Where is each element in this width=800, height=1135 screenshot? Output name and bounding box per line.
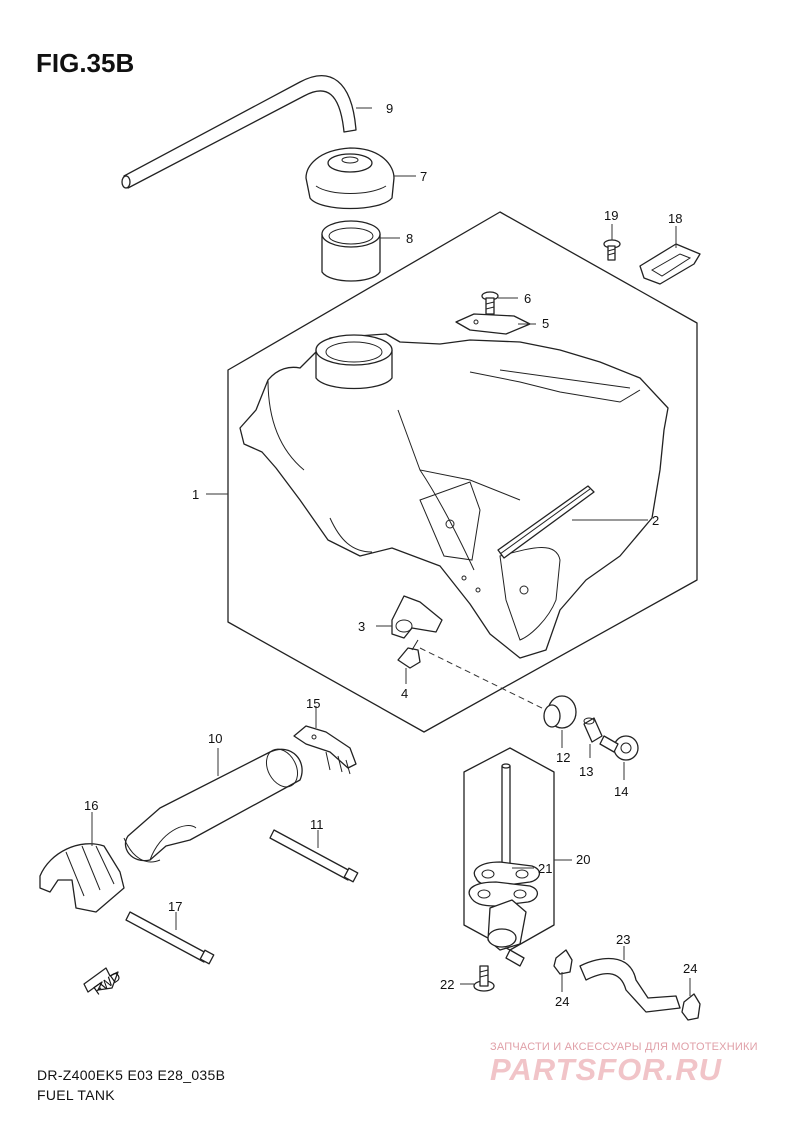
leader-lines (91, 107, 691, 996)
fuel-tank[interactable] (239, 333, 669, 659)
callout-7: 7 (420, 169, 427, 184)
callout-6: 6 (524, 291, 531, 306)
heat-shield[interactable] (123, 744, 304, 863)
heat-shield-bracket[interactable] (293, 725, 357, 775)
strap-screw[interactable] (603, 239, 621, 261)
callout-4: 4 (401, 686, 408, 701)
figure-name: FUEL TANK (37, 1087, 115, 1103)
fuel-cap[interactable] (305, 147, 395, 210)
bracket-bolt[interactable] (481, 291, 499, 315)
forward-direction-arrow (83, 967, 119, 993)
callout-1: 1 (192, 487, 199, 502)
figure-title: FIG.35B (36, 48, 135, 78)
callout-13: 13 (579, 764, 593, 779)
callout-21: 21 (538, 861, 552, 876)
cable-tie-17[interactable] (125, 911, 215, 965)
callout-3: 3 (358, 619, 365, 634)
fwd-label: FWD (91, 969, 124, 998)
callout-15: 15 (306, 696, 320, 711)
heat-shield-cover[interactable] (39, 843, 125, 913)
tank-bolt[interactable] (599, 735, 639, 761)
callout-23: 23 (616, 932, 630, 947)
tank-group-boundary (227, 211, 698, 733)
tank-side-pad[interactable] (497, 485, 595, 559)
fuel-hose[interactable] (579, 957, 681, 1013)
hose-clamp-left[interactable] (553, 949, 573, 975)
petcock-screw[interactable] (473, 965, 495, 992)
assembly-axis (419, 647, 551, 713)
callout-22: 22 (440, 977, 454, 992)
watermark-tagline: ЗАПЧАСТИ И АКСЕССУАРЫ ДЛЯ МОТОТЕХНИКИ (490, 1041, 758, 1053)
callout-9: 9 (386, 101, 393, 116)
collar[interactable] (583, 717, 603, 743)
cable-tie-11[interactable] (269, 829, 359, 883)
callout-10: 10 (208, 731, 222, 746)
callout-12: 12 (556, 750, 570, 765)
watermark-logo: PARTSFOR.RU (490, 1052, 723, 1087)
callout-14: 14 (614, 784, 628, 799)
rubber-strap[interactable] (639, 243, 701, 285)
petcock-group-boundary (463, 747, 555, 951)
hose-clamp-right[interactable] (681, 993, 701, 1021)
fuel-petcock[interactable] (468, 763, 540, 967)
callout-24-right: 24 (683, 961, 697, 976)
filler-ring[interactable] (321, 220, 381, 282)
callout-24-left: 24 (555, 994, 569, 1009)
callout-18: 18 (668, 211, 682, 226)
callout-19: 19 (604, 208, 618, 223)
callout-17: 17 (168, 899, 182, 914)
callout-11: 11 (310, 817, 324, 832)
tank-mount-cushion[interactable] (391, 595, 443, 639)
callout-2: 2 (652, 513, 659, 528)
grommet[interactable] (543, 695, 577, 729)
model-code: DR-Z400EK5 E03 E28_035B (37, 1067, 226, 1083)
callout-20: 20 (576, 852, 590, 867)
mount-bolt[interactable] (397, 639, 421, 669)
callout-5: 5 (542, 316, 549, 331)
callout-16: 16 (84, 798, 98, 813)
callout-8: 8 (406, 231, 413, 246)
breather-hose[interactable] (121, 75, 357, 189)
